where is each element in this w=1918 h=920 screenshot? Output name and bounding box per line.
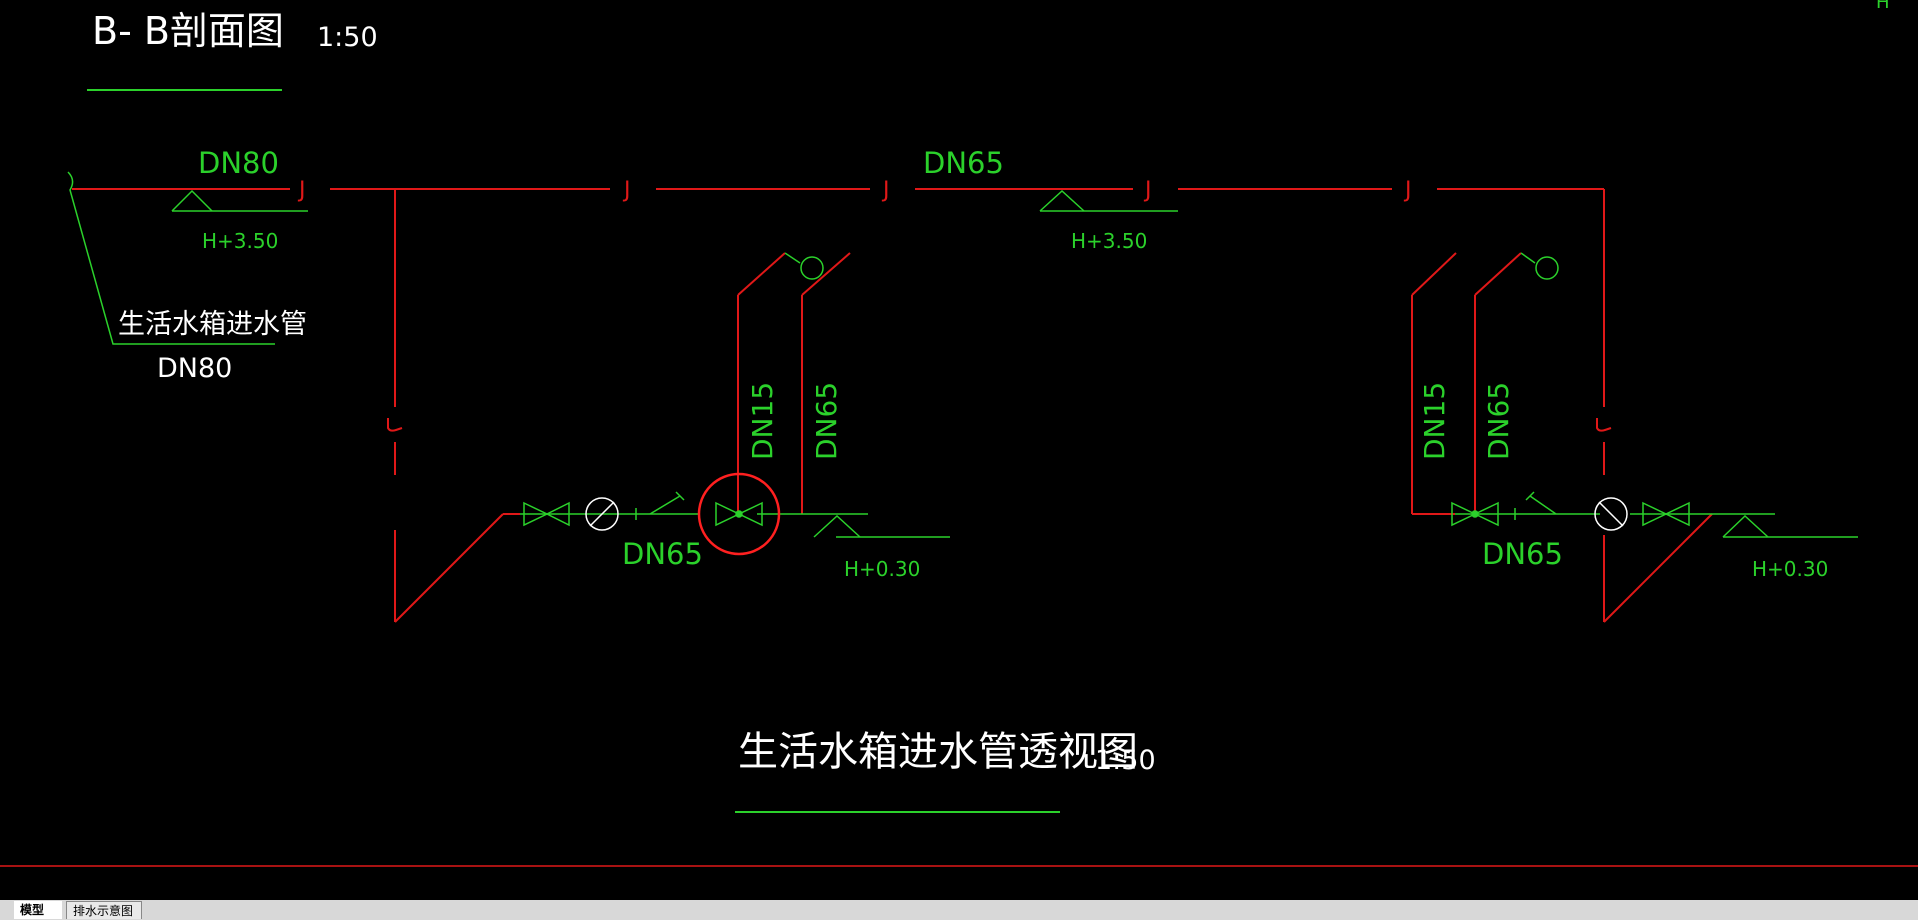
pipe-markers: J J J J J xyxy=(297,178,1412,203)
elevation-low-right: H+0.30 xyxy=(1752,557,1828,581)
tab-drainage-diagram[interactable]: 排水示意图 xyxy=(66,901,142,919)
pipe-size-top-left: DN80 xyxy=(198,146,279,180)
riser-size-right-large: DN65 xyxy=(1482,382,1515,460)
pipe-size-top-mid: DN65 xyxy=(923,146,1004,180)
inlet-label: 生活水箱进水管 xyxy=(118,309,307,340)
gate-valve-icon xyxy=(523,501,570,527)
branch-size-left: DN65 xyxy=(622,537,703,571)
gate-valve-right-icon xyxy=(1451,501,1499,527)
riser-marker-right xyxy=(1596,418,1612,432)
highlight-circle xyxy=(697,472,781,556)
riser-marker-left xyxy=(387,418,403,432)
pipe-marker: J xyxy=(297,178,306,203)
check-valve-right-icon xyxy=(1514,491,1557,520)
pressure-gauge-icon xyxy=(585,497,619,531)
inlet-size: DN80 xyxy=(157,353,232,384)
riser-size-left-small: DN15 xyxy=(746,382,779,460)
annotation-lines xyxy=(67,171,1858,538)
check-valve-icon xyxy=(635,491,685,520)
main-supply-pipe xyxy=(72,188,1713,623)
drawing-title: 生活水箱进水管透视图 xyxy=(738,729,1138,775)
section-title: B- B剖面图 xyxy=(92,9,284,53)
layout-tab-bar: 模型 排水示意图 xyxy=(0,900,1918,920)
pressure-gauge-right-icon xyxy=(1594,497,1628,531)
branch-size-right: DN65 xyxy=(1482,537,1563,571)
elevation-low-left: H+0.30 xyxy=(844,557,920,581)
section-scale: 1:50 xyxy=(317,22,378,53)
elevation-top-mid: H+3.50 xyxy=(1071,229,1147,253)
riser-size-left-large: DN65 xyxy=(810,382,843,460)
float-valve-right xyxy=(1520,252,1559,280)
float-valve-left xyxy=(784,252,824,280)
gate-valve-right-outer-icon xyxy=(1642,501,1690,527)
corner-fragment-text: H xyxy=(1876,0,1890,13)
pipe-marker: J xyxy=(622,178,631,203)
gate-valve-highlighted-icon xyxy=(715,501,763,527)
elevation-top-left: H+3.50 xyxy=(202,229,278,253)
pipe-marker: J xyxy=(881,178,890,203)
pipe-marker: J xyxy=(1143,178,1152,203)
tab-model[interactable]: 模型 xyxy=(14,901,62,919)
pipe-marker: J xyxy=(1403,178,1412,203)
cad-drawing-canvas[interactable]: B- B剖面图 1:50 生活水箱进水管透视图 1:50 H xyxy=(0,0,1918,900)
drawing-scale: 1:50 xyxy=(1095,745,1156,776)
riser-size-right-small: DN15 xyxy=(1418,382,1451,460)
